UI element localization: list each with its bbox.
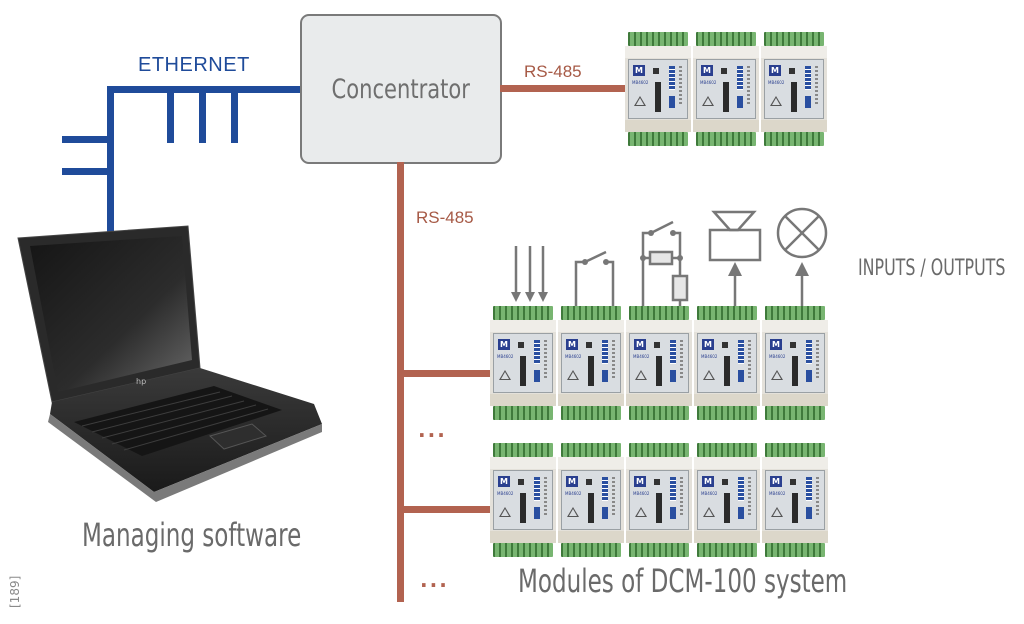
module-model: MB4602 [565, 491, 582, 496]
warning-icon [634, 96, 646, 106]
siren-icon [708, 210, 762, 306]
rs485-branch [397, 370, 491, 377]
rs485-line-horizontal [500, 85, 628, 92]
module-logo: M [634, 339, 646, 350]
module-logo: M [770, 476, 782, 487]
continuation-mark: ... [418, 418, 447, 442]
warning-icon [771, 507, 783, 517]
io-module: M MB4602 [694, 306, 760, 420]
warning-icon [635, 370, 647, 380]
io-module: M MB4602 [558, 306, 624, 420]
ethernet-drop [199, 86, 206, 143]
rs485-label-top: RS-485 [524, 62, 582, 81]
ethernet-stub [62, 168, 110, 175]
laptop-caption: Managing software [82, 516, 302, 554]
module-logo: M [633, 65, 645, 76]
io-module: M MB4602 [558, 443, 624, 557]
io-module: M MB4602 [694, 443, 760, 557]
module-logo: M [770, 339, 782, 350]
warning-icon [499, 507, 511, 517]
modules-caption: Modules of DCM-100 system [518, 562, 848, 600]
module-logo: M [566, 476, 578, 487]
concentrator-label: Concentrator [331, 73, 471, 105]
module-row-bottom: M MB4602 M MB4602 M MB4602 M MB4602 M MB4602 [490, 443, 830, 557]
module-model: MB4602 [633, 491, 650, 496]
warning-icon [770, 96, 782, 106]
io-module: M MB4602 [762, 443, 828, 557]
module-model: MB4602 [565, 354, 582, 359]
module-logo: M [498, 339, 510, 350]
module-model: MB4602 [701, 354, 718, 359]
ethernet-stub [62, 136, 110, 143]
io-module: M MB4602 [626, 306, 692, 420]
io-module: M MB4602 [762, 306, 828, 420]
module-model: MB4602 [700, 80, 717, 85]
module-model: MB4602 [769, 354, 786, 359]
continuation-mark: ... [420, 568, 449, 592]
module-model: MB4602 [633, 354, 650, 359]
rs485-line-vertical [397, 162, 404, 602]
io-module: M MB4602 [490, 306, 556, 420]
io-module: M MB4602 [693, 32, 759, 146]
module-logo: M [498, 476, 510, 487]
ethernet-trunk-vertical [107, 86, 114, 232]
warning-icon [499, 370, 511, 380]
module-row-middle: M MB4602 M MB4602 M MB4602 M MB4602 M MB4602 [490, 306, 830, 420]
io-module: M MB4602 [761, 32, 827, 146]
rs485-label-side: RS-485 [416, 208, 474, 227]
io-module: M MB4602 [625, 32, 691, 146]
module-logo: M [702, 476, 714, 487]
ethernet-drop [231, 86, 238, 143]
lamp-icon [776, 207, 828, 306]
module-logo: M [566, 339, 578, 350]
inputs-outputs-label: INPUTS / OUTPUTS [858, 256, 1006, 281]
input-arrows-icon [514, 246, 545, 298]
module-logo: M [702, 339, 714, 350]
rs485-branch [397, 506, 491, 513]
module-logo: M [634, 476, 646, 487]
module-logo: M [701, 65, 713, 76]
warning-icon [771, 370, 783, 380]
svg-text:hp: hp [136, 377, 146, 386]
module-model: MB4602 [769, 491, 786, 496]
module-model: MB4602 [497, 354, 514, 359]
warning-icon [635, 507, 647, 517]
ethernet-label: ETHERNET [138, 54, 250, 76]
warning-icon [703, 507, 715, 517]
figure-reference: [189] [8, 575, 22, 608]
module-model: MB4602 [632, 80, 649, 85]
module-row-top: M MB4602 M MB4602 M MB4602 [625, 32, 829, 146]
warning-icon [703, 370, 715, 380]
ethernet-drop [167, 86, 174, 143]
io-module: M MB4602 [490, 443, 556, 557]
warning-icon [567, 370, 579, 380]
module-logo: M [769, 65, 781, 76]
module-model: MB4602 [497, 491, 514, 496]
io-module: M MB4602 [626, 443, 692, 557]
warning-icon [702, 96, 714, 106]
module-model: MB4602 [768, 80, 785, 85]
warning-icon [567, 507, 579, 517]
switch-with-resistors-icon [641, 220, 689, 306]
concentrator-box: Concentrator [300, 14, 502, 164]
io-symbols [511, 207, 828, 306]
module-model: MB4602 [701, 491, 718, 496]
laptop-icon: hp [17, 225, 322, 502]
